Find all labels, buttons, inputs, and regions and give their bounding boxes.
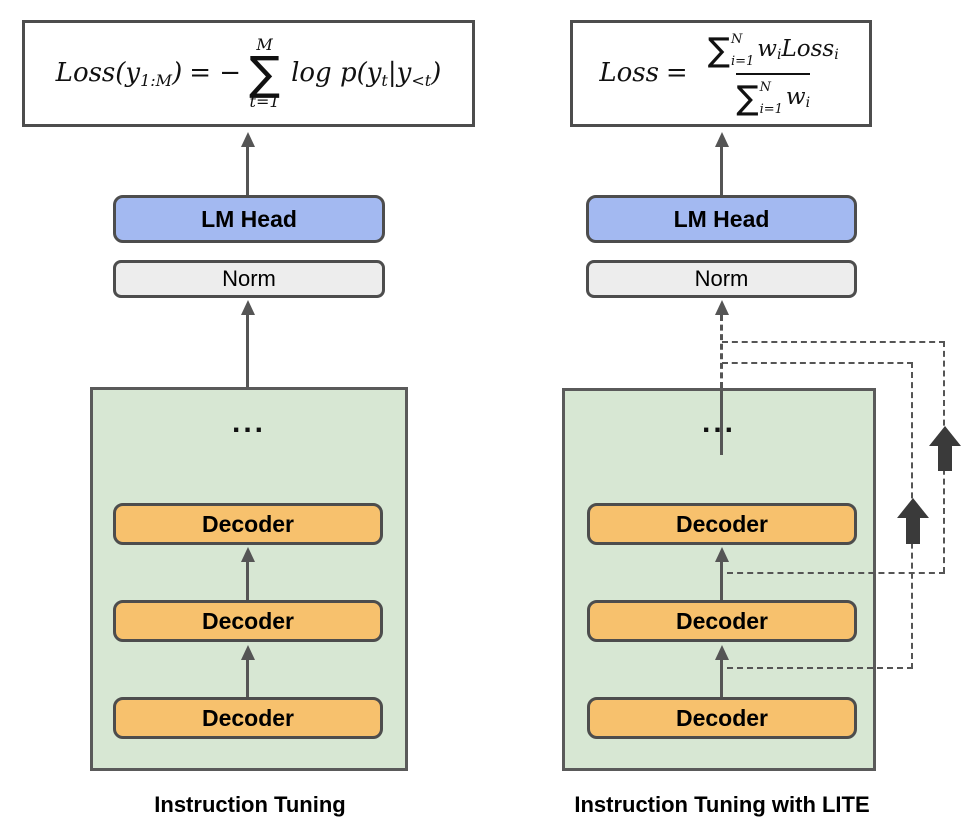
- formula-token: Loss: [599, 57, 659, 88]
- sigma-icon: ∑: [707, 30, 730, 69]
- arrow-head: [715, 547, 729, 562]
- right-decoder-3: Decoder: [587, 697, 857, 739]
- sum-upper-limit: N: [759, 79, 771, 95]
- block-arrow-shaft: [906, 517, 920, 544]
- right-lm-head-box: LM Head: [586, 195, 857, 243]
- skip-path-a-top: [722, 341, 945, 343]
- lm-head-label: LM Head: [201, 205, 297, 232]
- block-arrow-head: [929, 426, 961, 446]
- sum-with-limits: M ∑ t=1: [249, 36, 280, 110]
- arrow-head: [241, 547, 255, 562]
- arrow-head: [715, 645, 729, 660]
- left-decoder-1: Decoder: [113, 503, 383, 545]
- formula-equals: = −: [189, 57, 242, 88]
- sigma-icon: ∑: [249, 45, 281, 100]
- formula-token: w: [785, 83, 806, 110]
- left-caption: Instruction Tuning: [154, 792, 346, 817]
- decoder-label: Decoder: [675, 704, 769, 731]
- decoder-label: Decoder: [201, 607, 295, 634]
- formula-token: ): [172, 57, 183, 88]
- formula-token: log p(y: [291, 57, 382, 88]
- arrow-head: [241, 645, 255, 660]
- left-decoder-2: Decoder: [113, 600, 383, 642]
- arrow-shaft: [246, 146, 249, 196]
- arrow-shaft: [720, 659, 723, 697]
- block-arrow-shaft: [938, 445, 952, 471]
- arrow-head: [241, 300, 255, 315]
- arrow-head: [715, 300, 729, 315]
- formula-subscript: i: [805, 95, 811, 112]
- left-decoder-3: Decoder: [113, 697, 383, 739]
- formula-subscript: 1:M: [140, 70, 173, 90]
- sum-side-limits: N i=1: [760, 80, 783, 118]
- formula-equals: =: [665, 57, 688, 88]
- skip-path-b-bottom: [727, 667, 913, 669]
- ellipsis-label: ...: [701, 406, 736, 439]
- lm-head-label: LM Head: [673, 205, 770, 232]
- decoder-label: Decoder: [201, 704, 295, 731]
- arrow-shaft: [246, 314, 249, 455]
- norm-label: Norm: [694, 266, 749, 291]
- arrow-shaft: [720, 390, 723, 455]
- formula-subscript: i: [834, 47, 839, 64]
- arrow-shaft: [246, 561, 249, 600]
- decoder-label: Decoder: [675, 607, 769, 634]
- block-arrow-head: [897, 498, 929, 518]
- arrow-shaft: [246, 659, 249, 697]
- formula-subscript: <t: [411, 70, 432, 90]
- formula-token: Loss(y: [55, 57, 141, 88]
- decoder-label: Decoder: [201, 510, 295, 537]
- formula-token: w: [757, 35, 777, 62]
- right-decoder-2: Decoder: [587, 600, 857, 642]
- formula-token: |y: [387, 57, 412, 88]
- left-norm-box: Norm: [113, 260, 385, 298]
- sum-lower-limit: i=1: [730, 53, 755, 69]
- decoder-label: Decoder: [675, 510, 769, 537]
- sum-upper-limit: N: [730, 31, 743, 47]
- arrow-head: [715, 132, 729, 147]
- sum-side-limits: N i=1: [731, 32, 754, 70]
- sum-lower-limit: i=1: [759, 101, 783, 117]
- skip-path-b-top: [722, 362, 913, 364]
- arrow-shaft: [720, 146, 723, 196]
- right-norm-box: Norm: [586, 260, 857, 298]
- arrow-head: [241, 132, 255, 147]
- dashed-arrow-shaft: [720, 315, 723, 388]
- formula-subscript: t: [381, 70, 388, 90]
- arrow-shaft: [720, 561, 723, 600]
- sigma-icon: ∑: [736, 78, 759, 117]
- formula-token: ): [431, 57, 442, 88]
- right-caption: Instruction Tuning with LITE: [574, 792, 870, 817]
- right-decoder-1: Decoder: [587, 503, 857, 545]
- sum-upper-limit: M: [256, 35, 273, 55]
- skip-path-a-bottom: [727, 572, 945, 574]
- formula-subscript: i: [776, 47, 782, 64]
- sum-lower-limit: t=1: [249, 92, 280, 112]
- norm-label: Norm: [222, 266, 276, 291]
- ellipsis-label: ...: [231, 406, 266, 439]
- left-lm-head-box: LM Head: [113, 195, 385, 243]
- formula-token: Loss: [781, 35, 835, 62]
